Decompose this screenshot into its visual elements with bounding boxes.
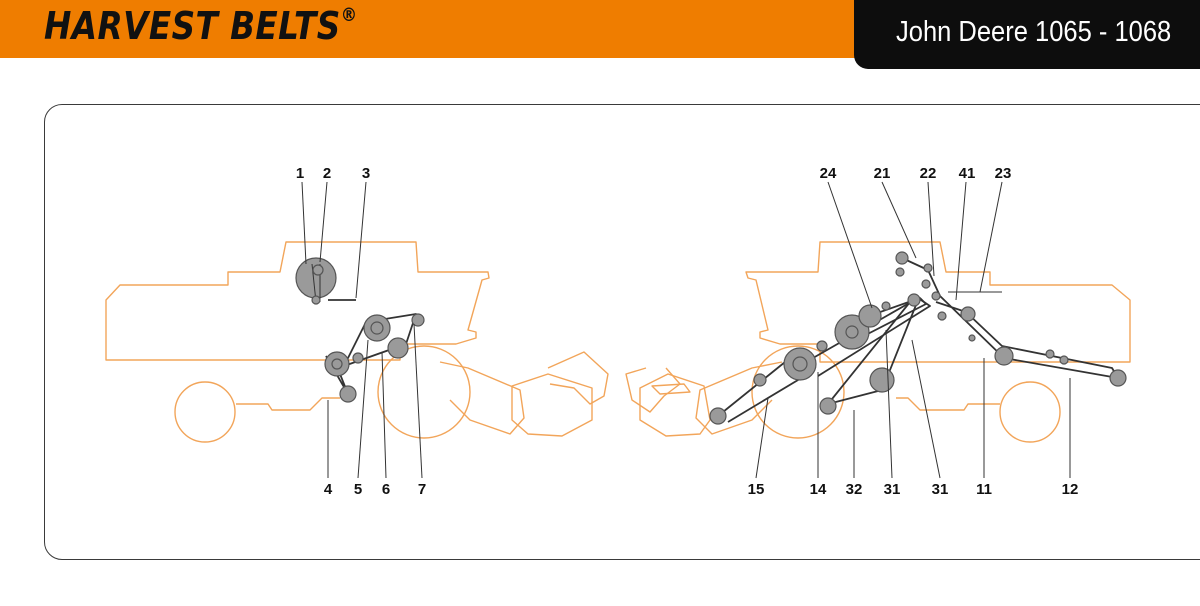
pulley-lower	[339, 385, 357, 403]
pulley-small	[895, 267, 905, 277]
part-label: 5	[354, 481, 362, 498]
left-combine-outline	[105, 241, 609, 443]
pulley-main-drive	[295, 257, 337, 299]
part-label: 15	[748, 481, 765, 498]
part-label: 11	[976, 481, 992, 498]
part-label: 2	[323, 165, 331, 182]
right-belts	[709, 251, 1127, 425]
pulley-fan	[869, 367, 895, 393]
part-label: 24	[820, 165, 837, 182]
pulley-beater	[363, 314, 391, 342]
part-label: 12	[1062, 481, 1079, 498]
part-label: 41	[959, 165, 976, 182]
pulley-small	[923, 263, 933, 273]
part-label: 22	[920, 165, 937, 182]
right-leader-lines	[755, 181, 1071, 479]
part-label: 31	[932, 481, 949, 498]
pulley-engine-top	[895, 251, 909, 265]
pulley-small	[411, 313, 425, 327]
part-label: 1	[296, 165, 304, 182]
brand-name: HARVEST BELTS	[44, 4, 341, 48]
pulley-small	[931, 291, 941, 301]
part-label: 4	[324, 481, 333, 498]
part-label: 7	[418, 481, 426, 498]
pulley-small	[881, 301, 891, 311]
pulley-unloader	[960, 306, 976, 322]
pulley-lower	[819, 397, 837, 415]
part-label: 6	[382, 481, 390, 498]
part-label: 32	[846, 481, 863, 498]
registered-mark: ®	[340, 4, 358, 27]
pulley-small	[921, 279, 931, 289]
part-label: 14	[810, 481, 827, 498]
part-label: 21	[874, 165, 891, 182]
right-combine-outline	[625, 241, 1131, 443]
pulley-auger	[994, 346, 1014, 366]
right-top-part-labels: 24 21 22 41 23	[820, 165, 1012, 182]
right-bottom-part-labels: 15 14 32 31 31 11 12	[748, 481, 1079, 498]
pulley-small	[1045, 349, 1055, 359]
pulley-small	[352, 352, 364, 364]
pulley-auger-end	[1109, 369, 1127, 387]
brand-logo: HARVEST BELTS®	[44, 4, 357, 48]
pulley-straw-chopper	[709, 407, 727, 425]
left-part-labels: 1 2 3 4 5 6 7	[296, 165, 426, 498]
pulley-small	[1059, 355, 1069, 365]
left-belts	[295, 257, 425, 403]
pulley-separator	[783, 347, 817, 381]
diagram-panel	[44, 104, 1200, 560]
model-tab: John Deere 1065 - 1068	[854, 0, 1200, 69]
pulley-small	[311, 295, 321, 305]
model-title: John Deere 1065 - 1068	[896, 16, 1172, 48]
pulley-countershaft	[858, 304, 882, 328]
pulley-small	[968, 334, 976, 342]
pulley-small	[907, 293, 921, 307]
pulley-cylinder-drive	[834, 314, 870, 350]
part-label: 31	[884, 481, 901, 498]
part-label: 23	[995, 165, 1012, 182]
pulley-small	[937, 311, 947, 321]
left-leader-lines	[301, 181, 423, 479]
pulley-small	[816, 340, 828, 352]
part-label: 3	[362, 165, 370, 182]
pulley-cylinder	[387, 337, 409, 359]
pulley-small	[312, 264, 324, 276]
pulley-small	[753, 373, 767, 387]
pulley-variator	[324, 351, 350, 377]
